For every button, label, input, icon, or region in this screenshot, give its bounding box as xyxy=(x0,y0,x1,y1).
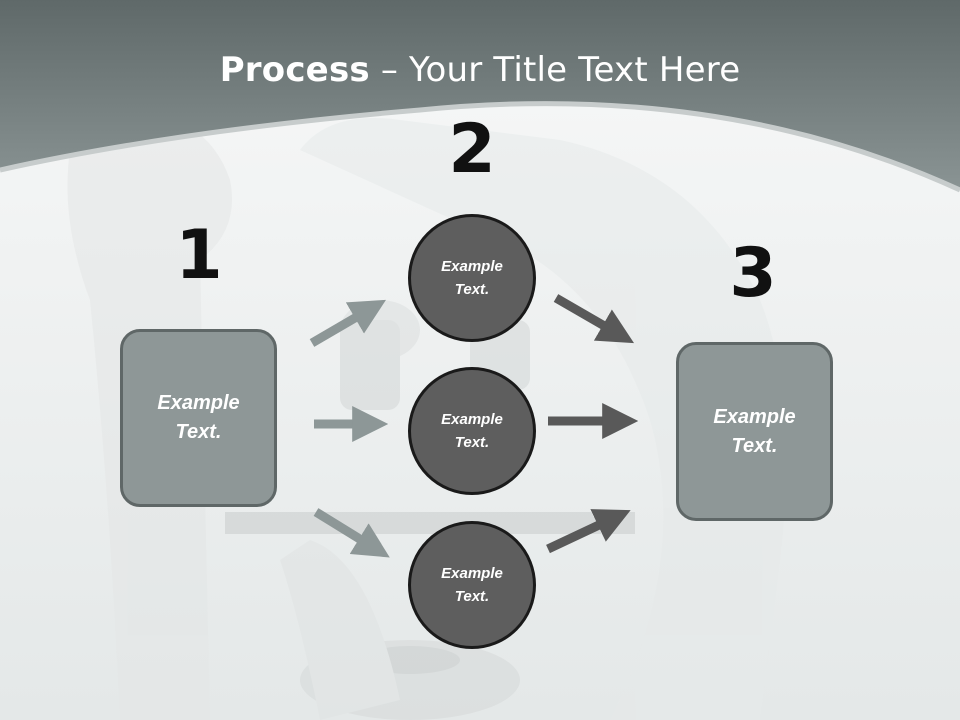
step-number-3: 3 xyxy=(729,234,777,313)
step-1-label: Example Text. xyxy=(157,392,240,443)
title-bold: Process xyxy=(219,50,370,90)
title-rest: – Your Title Text Here xyxy=(369,50,741,90)
step-1-box: Example Text. xyxy=(120,329,277,507)
step-3-label: Example Text. xyxy=(713,405,796,457)
arrow-left-bottom xyxy=(313,508,390,558)
arrow-left-top xyxy=(309,299,386,347)
step-number-1: 1 xyxy=(175,216,223,295)
step-2-circle-middle: Example Text. xyxy=(408,367,536,495)
right-arrows xyxy=(546,294,639,554)
arrow-right-top xyxy=(553,294,635,344)
circle-middle-label: Example Text. xyxy=(441,411,503,451)
step-2-circle-top: Example Text. xyxy=(408,214,536,342)
step-3-box: Example Text. xyxy=(676,342,833,521)
step-2-circle-bottom: Example Text. xyxy=(408,521,536,649)
circle-bottom-label: Example Text. xyxy=(441,565,503,605)
slide-title: Process – Your Title Text Here xyxy=(0,50,960,90)
step-number-2: 2 xyxy=(448,110,496,189)
arrow-right-bottom xyxy=(546,509,631,554)
circle-top-label: Example Text. xyxy=(441,258,503,298)
left-arrows xyxy=(309,299,390,558)
